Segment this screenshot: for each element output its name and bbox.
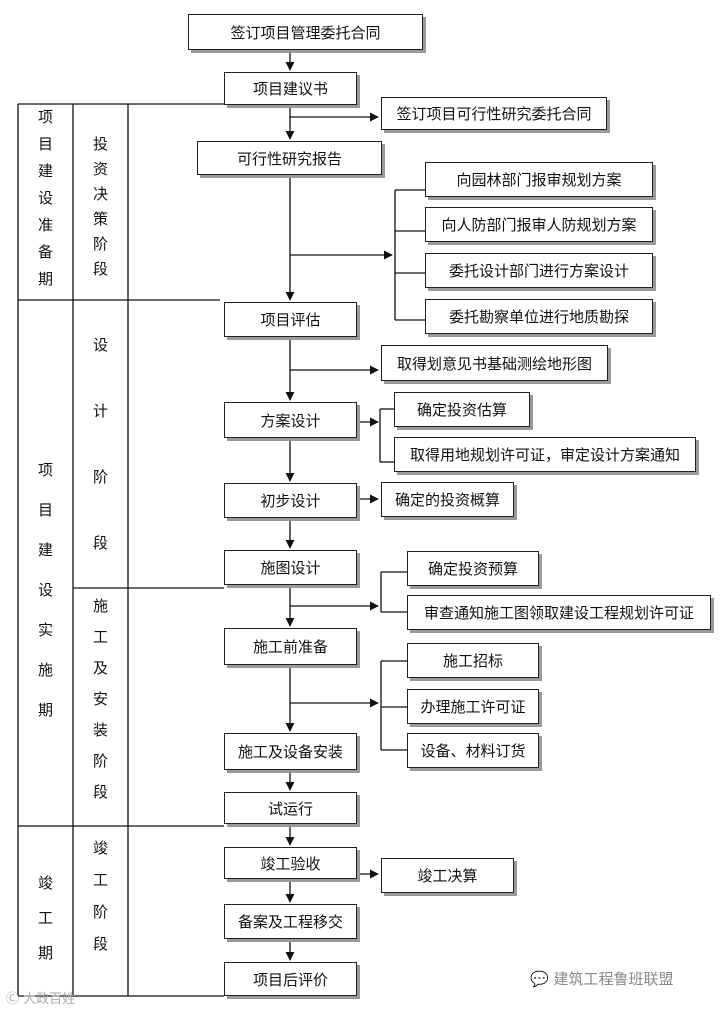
stage-char: 工 [92,628,108,646]
phase-char: 实 [37,621,53,639]
phase-char: 竣 [37,874,53,892]
node-investment-budget: 确定投资预算 [407,551,539,586]
node-evaluation: 项目评估 [224,302,357,337]
node-land-permit: 取得用地规划许可证，审定设计方案通知 [394,437,696,472]
stage-char: 段 [92,260,108,278]
node-feasibility-report: 可行性研究报告 [197,141,382,175]
stage-char: 段 [92,534,108,552]
node-opinion-letter: 取得划意见书基础测绘地形图 [381,345,608,381]
node-design-dept: 委托设计部门进行方案设计 [425,253,653,288]
phase-char: 期 [37,701,53,719]
watermark-brand-text: 建筑工程鲁班联盟 [553,970,674,988]
phase-char: 项 [37,461,53,479]
stage-char: 阶 [92,752,108,770]
stage-char: 决 [92,185,108,203]
stage-design: 设 计 阶 段 [73,338,128,602]
node-tender: 施工招标 [407,643,539,678]
stage-char: 装 [92,721,108,739]
node-scheme-design: 方案设计 [224,402,357,438]
node-construction-permit: 办理施工许可证 [407,689,539,724]
phase-char: 期 [37,270,53,288]
phase-char: 目 [37,501,53,519]
phase-char: 设 [37,189,53,207]
stage-char: 投 [92,135,108,153]
node-garden-dept: 向园林部门报审规划方案 [425,162,653,197]
stage-char: 工 [92,871,108,889]
node-trial-run: 试运行 [224,792,357,824]
node-filing: 备案及工程移交 [224,904,357,939]
phase-char: 工 [37,909,53,927]
node-review-notice: 审查通知施工图领取建设工程规划许可证 [407,595,711,630]
watermark-corner: Ⓒ 大政百姓 [6,988,75,1007]
stage-char: 施 [92,597,108,615]
node-pre-construction: 施工前准备 [224,628,357,665]
phase-char: 建 [37,162,53,180]
phase-char: 施 [37,661,53,679]
phase-char: 设 [37,581,53,599]
phase-completion: 竣 工 期 [18,876,73,981]
stage-construction: 施 工 及 安 装 阶 段 [73,599,128,816]
stage-char: 段 [92,783,108,801]
stage-char: 策 [92,210,108,228]
watermark-corner-text: 大政百姓 [23,992,76,1007]
stage-char: 及 [92,659,108,677]
stage-char: 阶 [92,903,108,921]
node-post-evaluation: 项目后评价 [224,962,357,996]
stage-char: 安 [92,690,108,708]
stage-char: 设 [92,336,108,354]
node-proposal: 项目建议书 [224,72,357,105]
chat-bubble-icon: 💬 [530,970,549,988]
watermark-brand: 💬 建筑工程鲁班联盟 [530,968,673,989]
phase-char: 目 [37,135,53,153]
phase-char: 建 [37,541,53,559]
node-construction-drawing: 施图设计 [224,550,357,585]
stage-completion: 竣 工 阶 段 [73,841,128,969]
node-survey: 委托勘察单位进行地质勘探 [425,299,653,334]
stage-char: 竣 [92,839,108,857]
node-acceptance: 竣工验收 [224,847,357,879]
phase-char: 准 [37,216,53,234]
node-sign-contract: 签订项目管理委托合同 [188,14,423,50]
stage-char: 阶 [92,468,108,486]
stage-char: 计 [92,402,108,420]
node-investment-estimate: 确定投资估算 [394,392,530,427]
stage-investment: 投 资 决 策 阶 段 [73,137,128,287]
node-equipment-order: 设备、材料订货 [407,733,539,768]
phase-char: 期 [37,944,53,962]
node-installation: 施工及设备安装 [224,733,357,770]
node-final-accounts: 竣工决算 [381,858,514,893]
stage-char: 阶 [92,235,108,253]
phase-implementation: 项 目 建 设 实 施 期 [18,463,73,743]
node-feasibility-contract: 签订项目可行性研究委托合同 [381,97,607,130]
phase-preparation: 项 目 建 设 准 备 期 [18,110,73,299]
copyright-icon: Ⓒ [6,992,20,1007]
node-preliminary-design: 初步设计 [224,483,357,518]
phase-char: 备 [37,243,53,261]
phase-char: 项 [37,108,53,126]
node-investment-budget-rough: 确定的投资概算 [381,482,514,517]
stage-char: 段 [92,935,108,953]
node-civil-defense: 向人防部门报审人防规划方案 [425,207,653,242]
stage-char: 资 [92,160,108,178]
